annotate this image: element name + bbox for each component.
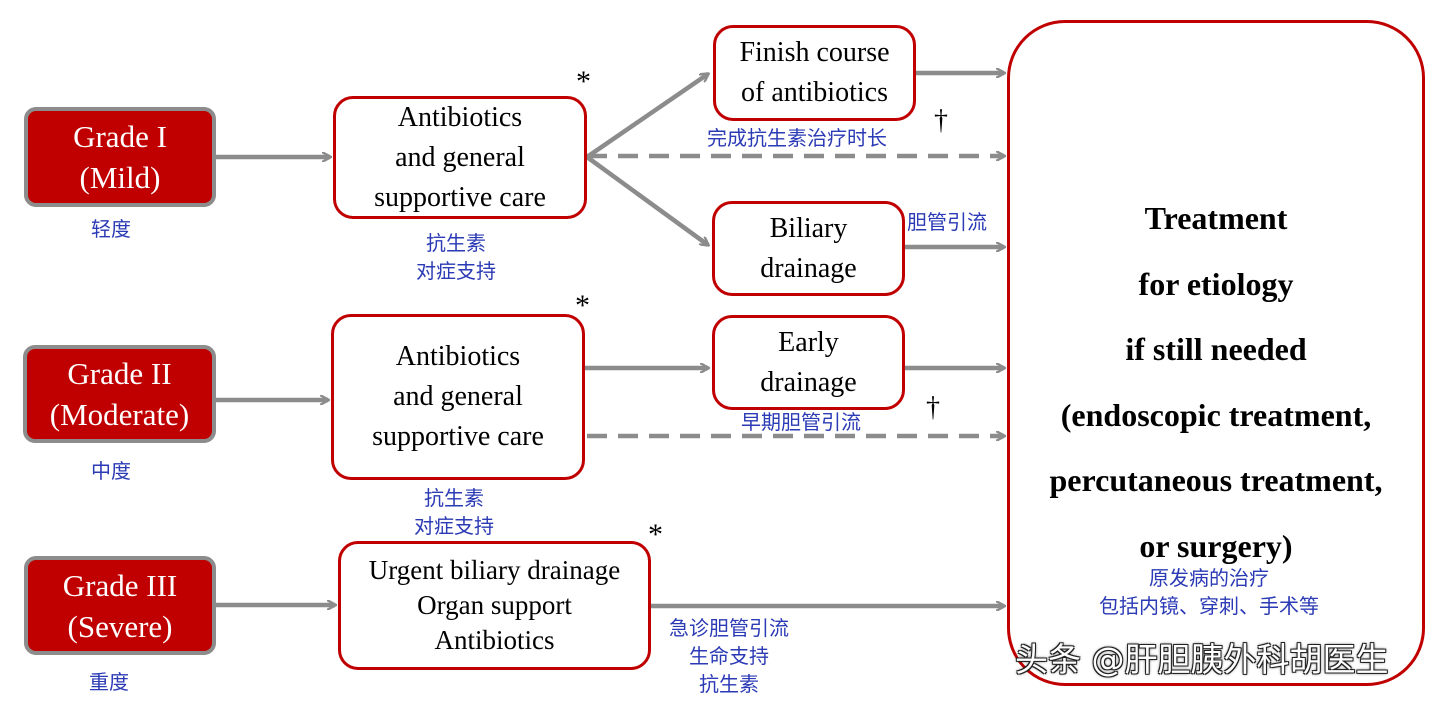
arrow-antibiotics1-to-biliary — [585, 155, 708, 245]
antibiotics-care-line1: Antibiotics — [395, 341, 521, 372]
urgent-line2: Organ support — [417, 590, 572, 620]
dagger-mark-1: † — [934, 105, 948, 136]
finish-antibiotics-box: Finish course of antibiotics — [713, 25, 916, 121]
treatment-line2: for etiology — [1138, 265, 1294, 302]
grade2-severity: (Moderate) — [49, 397, 190, 432]
grade3-box: Grade III (Severe) — [24, 556, 216, 655]
treatment-line5: percutaneous treatment, — [1049, 462, 1383, 498]
antibiotics-care-cn-grade2: 抗生素 对症支持 — [414, 484, 494, 540]
grade1-cn-label: 轻度 — [91, 217, 131, 241]
grade2-title: Grade II — [67, 356, 172, 391]
early-line1: Early — [778, 326, 839, 358]
urgent-drainage-cn-line2: 生命支持 — [689, 644, 769, 668]
finish-line2: of antibiotics — [741, 77, 888, 108]
urgent-drainage-cn-line3: 抗生素 — [699, 672, 759, 696]
treatment-line3: if still needed — [1125, 331, 1307, 367]
supportive-care-cn: 对症支持 — [416, 259, 496, 283]
antibiotics-cn: 抗生素 — [426, 231, 486, 255]
antibiotics-care-line3: supportive care — [374, 181, 546, 213]
grade2-box: Grade II (Moderate) — [23, 345, 216, 443]
grade1-box: Grade I (Mild) — [24, 107, 216, 207]
watermark-text: 头条 @肝胆胰外科胡医生 — [1015, 640, 1389, 679]
antibiotics-care-cn-grade1: 抗生素 对症支持 — [416, 229, 496, 285]
grade2-cn-label: 中度 — [91, 459, 131, 483]
urgent-line3: Antibiotics — [434, 625, 555, 655]
treatment-cn-line2: 包括内镜、穿刺、手术等 — [1099, 594, 1319, 618]
grade3-title: Grade III — [62, 567, 178, 603]
dagger-mark-2: † — [926, 392, 940, 423]
treatment-cn-line1: 原发病的治疗 — [1149, 566, 1269, 590]
asterisk-mark-2: * — [575, 289, 590, 322]
asterisk-mark-1: * — [576, 65, 591, 98]
treatment-line1: Treatment — [1144, 200, 1288, 236]
early-line2: drainage — [760, 366, 857, 398]
antibiotics-care-line1: Antibiotics — [397, 101, 523, 133]
biliary-drainage-cn: 胆管引流 — [907, 210, 987, 234]
grade3-cn-label: 重度 — [89, 670, 129, 694]
urgent-line1: Urgent biliary drainage — [368, 555, 621, 585]
grade1-title: Grade I — [73, 119, 167, 154]
grade1-severity: (Mild) — [79, 160, 161, 195]
finish-line1: Finish course — [739, 37, 890, 68]
treatment-etiology-box: Treatment for etiology if still needed (… — [1007, 20, 1425, 686]
early-drainage-box: Early drainage — [712, 315, 905, 410]
finish-antibiotics-cn: 完成抗生素治疗时长 — [707, 126, 887, 150]
biliary-drainage-box: Biliary drainage — [712, 201, 905, 296]
antibiotics-cn: 抗生素 — [424, 486, 484, 510]
urgent-drainage-box: Urgent biliary drainage Organ support An… — [338, 541, 651, 670]
early-drainage-cn: 早期胆管引流 — [741, 410, 861, 434]
urgent-drainage-cn-line1: 急诊胆管引流 — [669, 616, 789, 640]
urgent-drainage-cn: 急诊胆管引流 生命支持 抗生素 — [669, 614, 789, 698]
antibiotics-care-box-grade1: Antibiotics and general supportive care — [333, 96, 587, 219]
antibiotics-care-line3: supportive care — [372, 421, 544, 452]
treatment-line6: or surgery) — [1139, 527, 1293, 564]
grade3-severity: (Severe) — [67, 608, 173, 644]
supportive-care-cn: 对症支持 — [414, 514, 494, 538]
antibiotics-care-line2: and general — [393, 381, 523, 412]
antibiotics-care-line2: and general — [395, 141, 525, 173]
biliary-line1: Biliary — [769, 212, 848, 244]
treatment-line4: (endoscopic treatment, — [1060, 396, 1372, 433]
biliary-line2: drainage — [760, 252, 857, 284]
treatment-cn: 原发病的治疗 包括内镜、穿刺、手术等 — [1099, 564, 1319, 620]
arrow-antibiotics1-to-finish — [585, 74, 708, 159]
antibiotics-care-box-grade2: Antibiotics and general supportive care — [331, 314, 585, 480]
asterisk-mark-3: * — [648, 518, 663, 551]
